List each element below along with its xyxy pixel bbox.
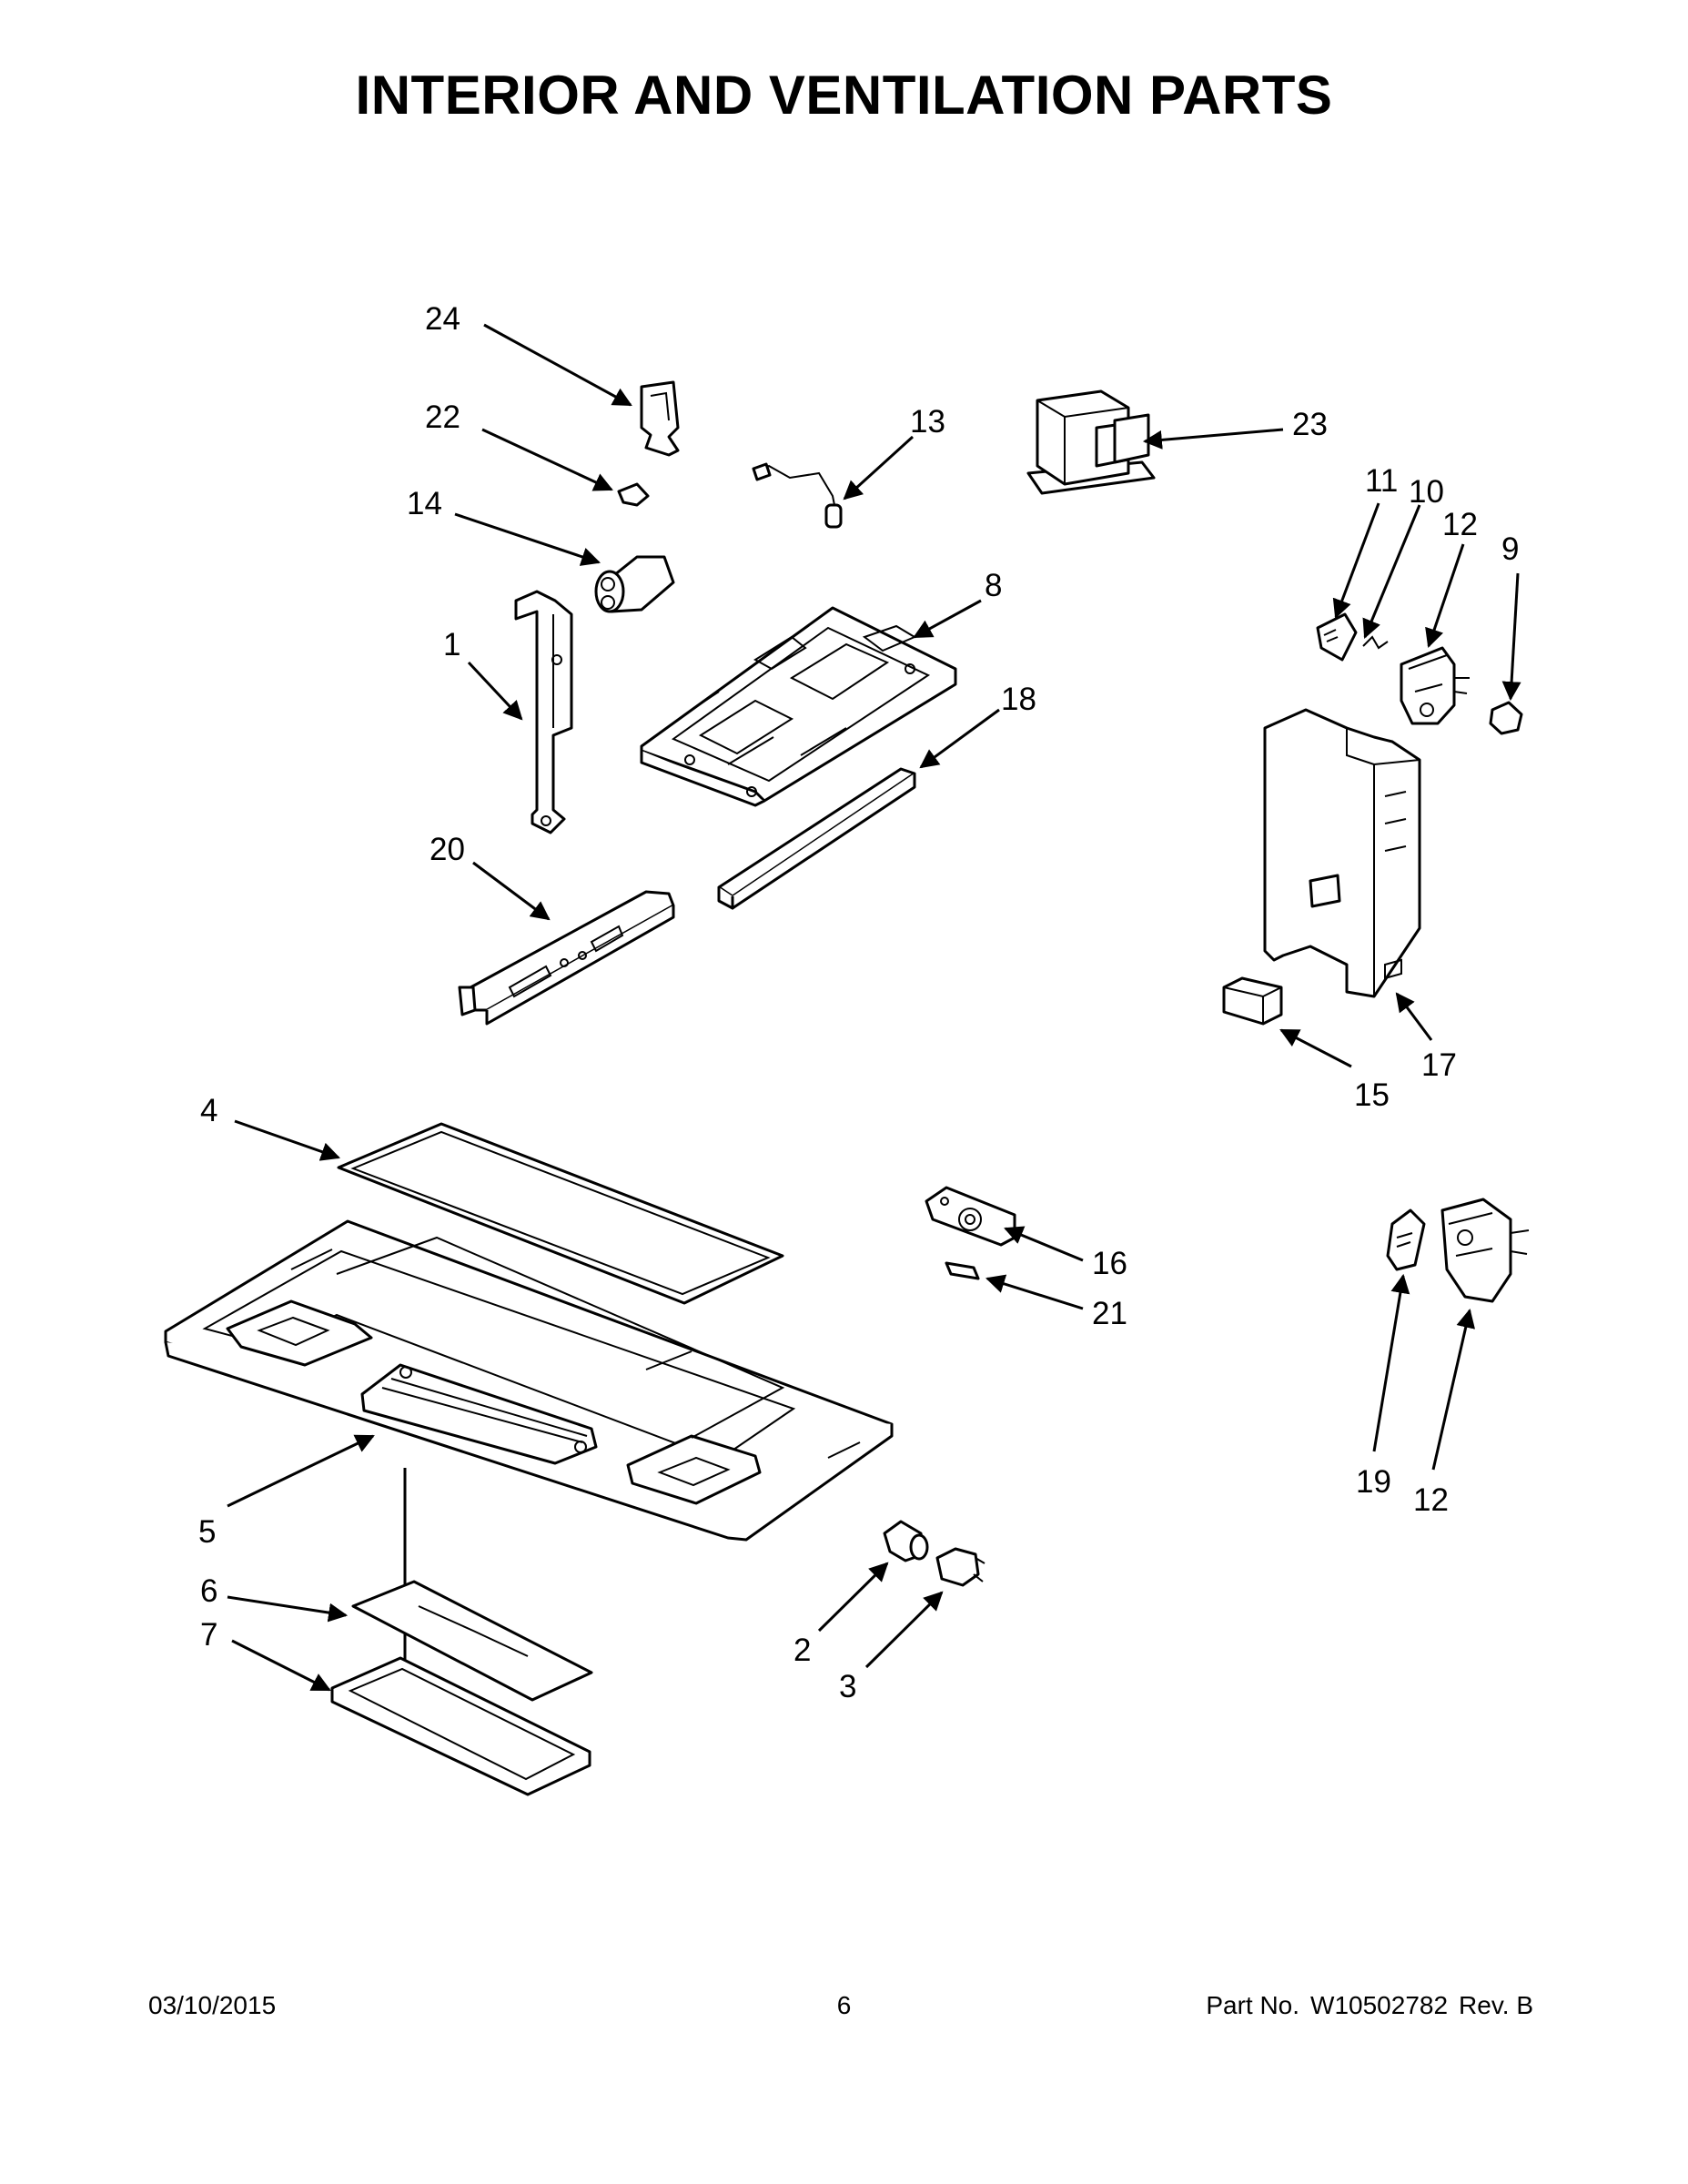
callout-arrows xyxy=(227,323,1521,1692)
footer-page-number: 6 xyxy=(836,1991,852,2019)
callout-2: 2 xyxy=(793,1633,811,1668)
callout-1: 1 xyxy=(443,627,460,662)
revision: Rev. B xyxy=(1459,1991,1533,2019)
callout-18: 18 xyxy=(1001,682,1036,717)
callout-16: 16 xyxy=(1092,1246,1127,1281)
callout-12-bottom: 12 xyxy=(1413,1482,1449,1518)
callout-labels: 24 22 14 13 23 8 1 18 20 11 10 12 9 17 1… xyxy=(198,301,1519,1704)
footer-part-number: Part No. W10502782 Rev. B xyxy=(1195,1991,1533,2020)
callout-20: 20 xyxy=(430,832,465,867)
part-7-filter-frame xyxy=(330,1656,591,1796)
part-8-mounting-plate xyxy=(640,606,957,807)
callout-5: 5 xyxy=(198,1514,216,1550)
callout-23: 23 xyxy=(1292,407,1328,442)
part-23-transformer xyxy=(1026,389,1156,495)
part-21-fuse xyxy=(945,1261,980,1280)
part-10-spring xyxy=(1362,635,1389,650)
part-24-bracket xyxy=(640,380,680,457)
part-2-light-socket xyxy=(883,1520,929,1562)
callout-4: 4 xyxy=(200,1093,217,1128)
callout-9: 9 xyxy=(1501,531,1519,567)
callout-17: 17 xyxy=(1421,1047,1457,1083)
callout-6: 6 xyxy=(200,1573,217,1609)
callout-14: 14 xyxy=(407,486,442,521)
callout-15: 15 xyxy=(1354,1077,1390,1113)
part-4-filter xyxy=(337,1122,784,1305)
part-14-capacitor xyxy=(594,555,675,613)
part-20-control-bracket xyxy=(458,890,675,1026)
callout-13: 13 xyxy=(910,404,945,440)
part-3-socket-mount xyxy=(935,1547,986,1587)
footer-date: 03/10/2015 xyxy=(148,1991,277,2019)
part-22-clip xyxy=(617,482,650,507)
part-11-switch xyxy=(1316,612,1358,662)
page-title: INTERIOR AND VENTILATION PARTS xyxy=(355,65,1333,126)
part-12-interlock-bottom xyxy=(1440,1198,1530,1303)
part-15-block xyxy=(1222,976,1283,1026)
part-label: Part No. xyxy=(1206,1991,1300,2019)
part-13-wire-harness xyxy=(752,462,843,529)
callout-8: 8 xyxy=(985,568,1002,603)
callout-19: 19 xyxy=(1356,1464,1391,1500)
callout-21: 21 xyxy=(1092,1296,1127,1331)
callout-24: 24 xyxy=(425,301,460,337)
callout-12-top: 12 xyxy=(1442,507,1478,542)
part-18-strip xyxy=(717,767,916,910)
callout-10: 10 xyxy=(1409,474,1444,510)
callout-22: 22 xyxy=(425,399,460,435)
part-6-filter-pad xyxy=(351,1580,593,1702)
part-19-relay xyxy=(1386,1208,1426,1271)
callout-7: 7 xyxy=(200,1617,217,1653)
part-5-bottom-panel xyxy=(164,1219,894,1542)
part-9-small-switch xyxy=(1489,701,1523,735)
part-16-switch-plate xyxy=(925,1186,1016,1247)
part-number: W10502782 xyxy=(1310,1991,1449,2019)
callout-11: 11 xyxy=(1365,463,1398,499)
part-12-interlock-top xyxy=(1400,646,1470,725)
part-17-duct xyxy=(1263,708,1421,998)
callout-3: 3 xyxy=(839,1669,856,1704)
part-1-vertical-bracket xyxy=(514,590,573,834)
